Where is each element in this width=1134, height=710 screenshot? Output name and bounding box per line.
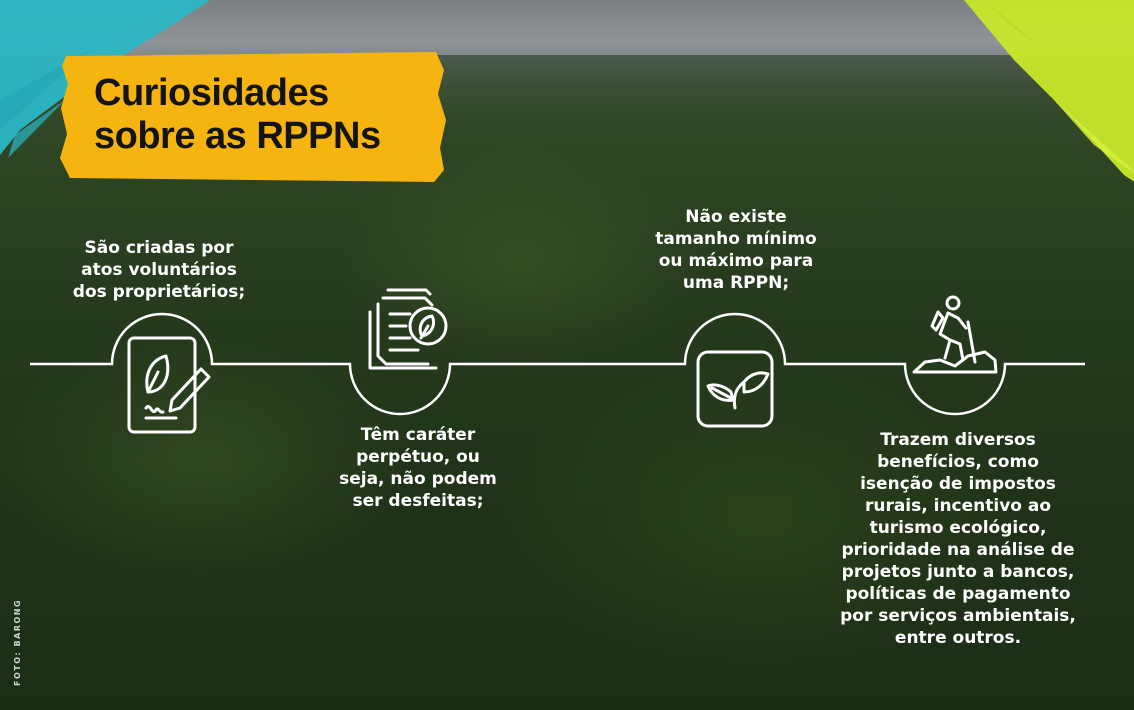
yellow-brush-background [60, 52, 446, 182]
timeline-line [30, 312, 1085, 416]
hiker-icon [912, 295, 998, 374]
leaves-icon [696, 350, 774, 428]
signed-document-icon [127, 336, 211, 434]
fact-caption-1: São criadas por atos voluntários dos pro… [72, 238, 246, 302]
fact-caption-2: Têm caráter perpétuo, ou seja, não podem… [339, 425, 497, 511]
title-line-1: Curiosidades [94, 72, 329, 114]
title-line-2: sobre as RPPNs [94, 115, 381, 157]
lime-brush-stroke [964, 0, 1134, 182]
eco-document-icon [368, 288, 448, 370]
fact-caption-4: Trazem diversos benefícios, como isenção… [840, 430, 1076, 648]
fact-caption-3: Não existe tamanho mínimo ou máximo para… [655, 207, 817, 293]
photo-credit: FOTO: BARONG [13, 598, 22, 686]
